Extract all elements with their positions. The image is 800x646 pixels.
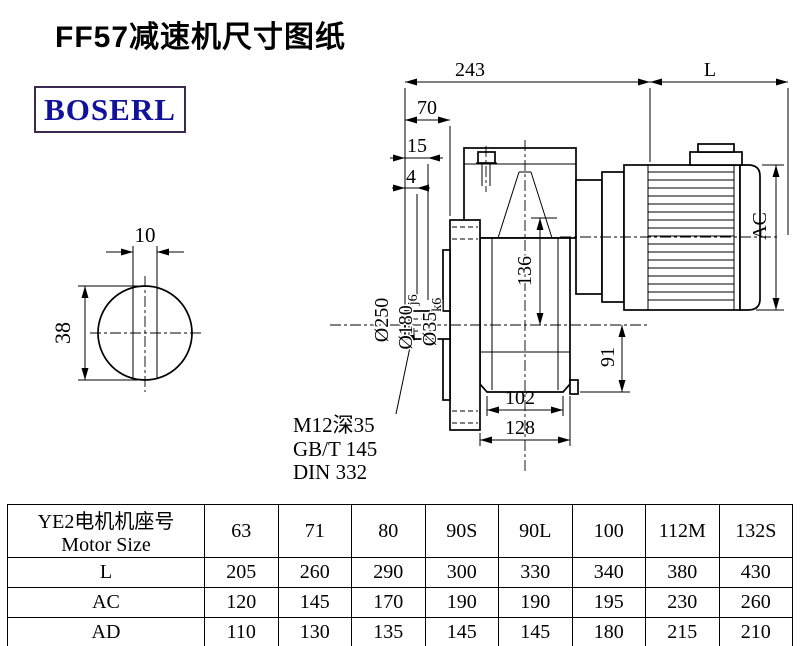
dim-label-102: 102 <box>505 387 535 409</box>
dim-label-70: 70 <box>417 97 437 119</box>
header-line2: Motor Size <box>61 534 151 556</box>
dim-label-38: 38 <box>50 322 75 344</box>
note-tap-hole: M12深35 <box>293 413 375 437</box>
value-cell: 190 <box>424 587 499 618</box>
shaft-end-view <box>78 246 202 392</box>
value-cell: 110 <box>204 617 279 646</box>
value-cell: 180 <box>571 617 646 646</box>
centerlines <box>330 140 778 472</box>
dim-label-flange-od: Ø250 <box>371 298 393 342</box>
dim-label-spigot-d: Ø180j6 <box>395 294 421 349</box>
dim-label-shaft-d: Ø35k6 <box>419 298 445 346</box>
size-header: 90L <box>498 504 573 558</box>
value-cell: 205 <box>204 557 279 588</box>
value-cell: 130 <box>277 617 352 646</box>
table-header-row: YE2电机机座号 Motor Size 63 71 80 90S 90L 100… <box>7 504 793 558</box>
size-header: 100 <box>571 504 646 558</box>
gear-unit-view <box>404 146 579 431</box>
size-header: 90S <box>424 504 499 558</box>
dim-label-L: L <box>704 59 716 81</box>
value-cell: 340 <box>571 557 646 588</box>
size-header: 80 <box>351 504 426 558</box>
page-title: FF57减速机尺寸图纸 <box>55 21 347 54</box>
value-cell: 170 <box>351 587 426 618</box>
header-line1: YE2电机机座号 <box>37 511 175 533</box>
motor-view <box>575 143 761 311</box>
value-cell: 330 <box>498 557 573 588</box>
dim-label-AC: AC <box>749 212 771 240</box>
size-header: 132S <box>718 504 793 558</box>
motor-dimension-table: YE2电机机座号 Motor Size 63 71 80 90S 90L 100… <box>7 504 793 646</box>
size-header: 112M <box>645 504 720 558</box>
dim-label-243: 243 <box>455 59 485 81</box>
value-cell: 145 <box>277 587 352 618</box>
size-header: 63 <box>204 504 279 558</box>
bolt <box>476 146 497 192</box>
note-din-standard: DIN 332 <box>293 460 367 484</box>
value-cell: 190 <box>498 587 573 618</box>
value-cell: 135 <box>351 617 426 646</box>
value-cell: 120 <box>204 587 279 618</box>
table-row-AC: AC 120 145 170 190 190 195 230 260 <box>7 587 793 618</box>
dim-label-136: 136 <box>514 256 536 286</box>
dim-label-128: 128 <box>505 417 535 439</box>
value-cell: 215 <box>645 617 720 646</box>
dim-label-91: 91 <box>597 347 619 367</box>
value-cell: 290 <box>351 557 426 588</box>
technical-drawing: 243 L 70 15 4 10 38 Ø250 Ø180j6 Ø35k6 13… <box>50 59 789 484</box>
value-cell: 260 <box>277 557 352 588</box>
motor-size-header: YE2电机机座号 Motor Size <box>7 504 205 558</box>
brand-logo: BOSERL <box>34 86 186 133</box>
value-cell: 380 <box>645 557 720 588</box>
value-cell: 300 <box>424 557 499 588</box>
row-label: AD <box>7 617 205 646</box>
dim-label-15: 15 <box>407 135 427 157</box>
dimension-lines <box>390 78 789 446</box>
value-cell: 230 <box>645 587 720 618</box>
table-row-AD: AD 110 130 135 145 145 180 215 210 <box>7 617 793 646</box>
value-cell: 430 <box>718 557 793 588</box>
size-header: 71 <box>277 504 352 558</box>
row-label: AC <box>7 587 205 618</box>
note-gbt-standard: GB/T 145 <box>293 437 377 461</box>
value-cell: 195 <box>571 587 646 618</box>
table-row-L: L 205 260 290 300 330 340 380 430 <box>7 557 793 588</box>
value-cell: 260 <box>718 587 793 618</box>
value-cell: 145 <box>498 617 573 646</box>
dim-label-10: 10 <box>135 223 156 247</box>
value-cell: 210 <box>718 617 793 646</box>
value-cell: 145 <box>424 617 499 646</box>
dim-label-4: 4 <box>406 166 416 188</box>
row-label: L <box>7 557 205 588</box>
